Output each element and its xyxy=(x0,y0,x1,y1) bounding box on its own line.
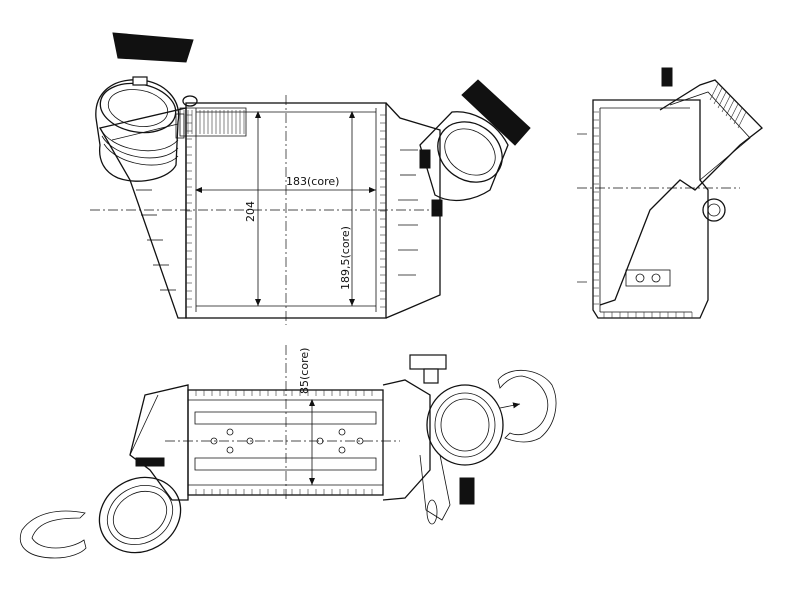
front-view: 183(core) 204 189,5(core) xyxy=(90,32,531,325)
dim-height-total: 204 xyxy=(244,201,257,222)
left-end-tank xyxy=(98,107,187,319)
left-wire-clip xyxy=(19,510,87,559)
right-wire-clip xyxy=(497,369,557,443)
side-clip xyxy=(661,67,673,87)
left-clip xyxy=(112,32,194,63)
right-clip xyxy=(461,79,531,146)
dim-height-core: 189,5(core) xyxy=(339,226,352,290)
top-view: 85(core) xyxy=(19,345,557,559)
side-view xyxy=(577,67,763,319)
left-hose-connector xyxy=(95,76,180,182)
dim-depth-core: 85(core) xyxy=(298,348,311,394)
front-core xyxy=(175,95,387,319)
dim-width-core: 183(core) xyxy=(286,175,339,188)
right-hose-connector xyxy=(419,111,509,217)
